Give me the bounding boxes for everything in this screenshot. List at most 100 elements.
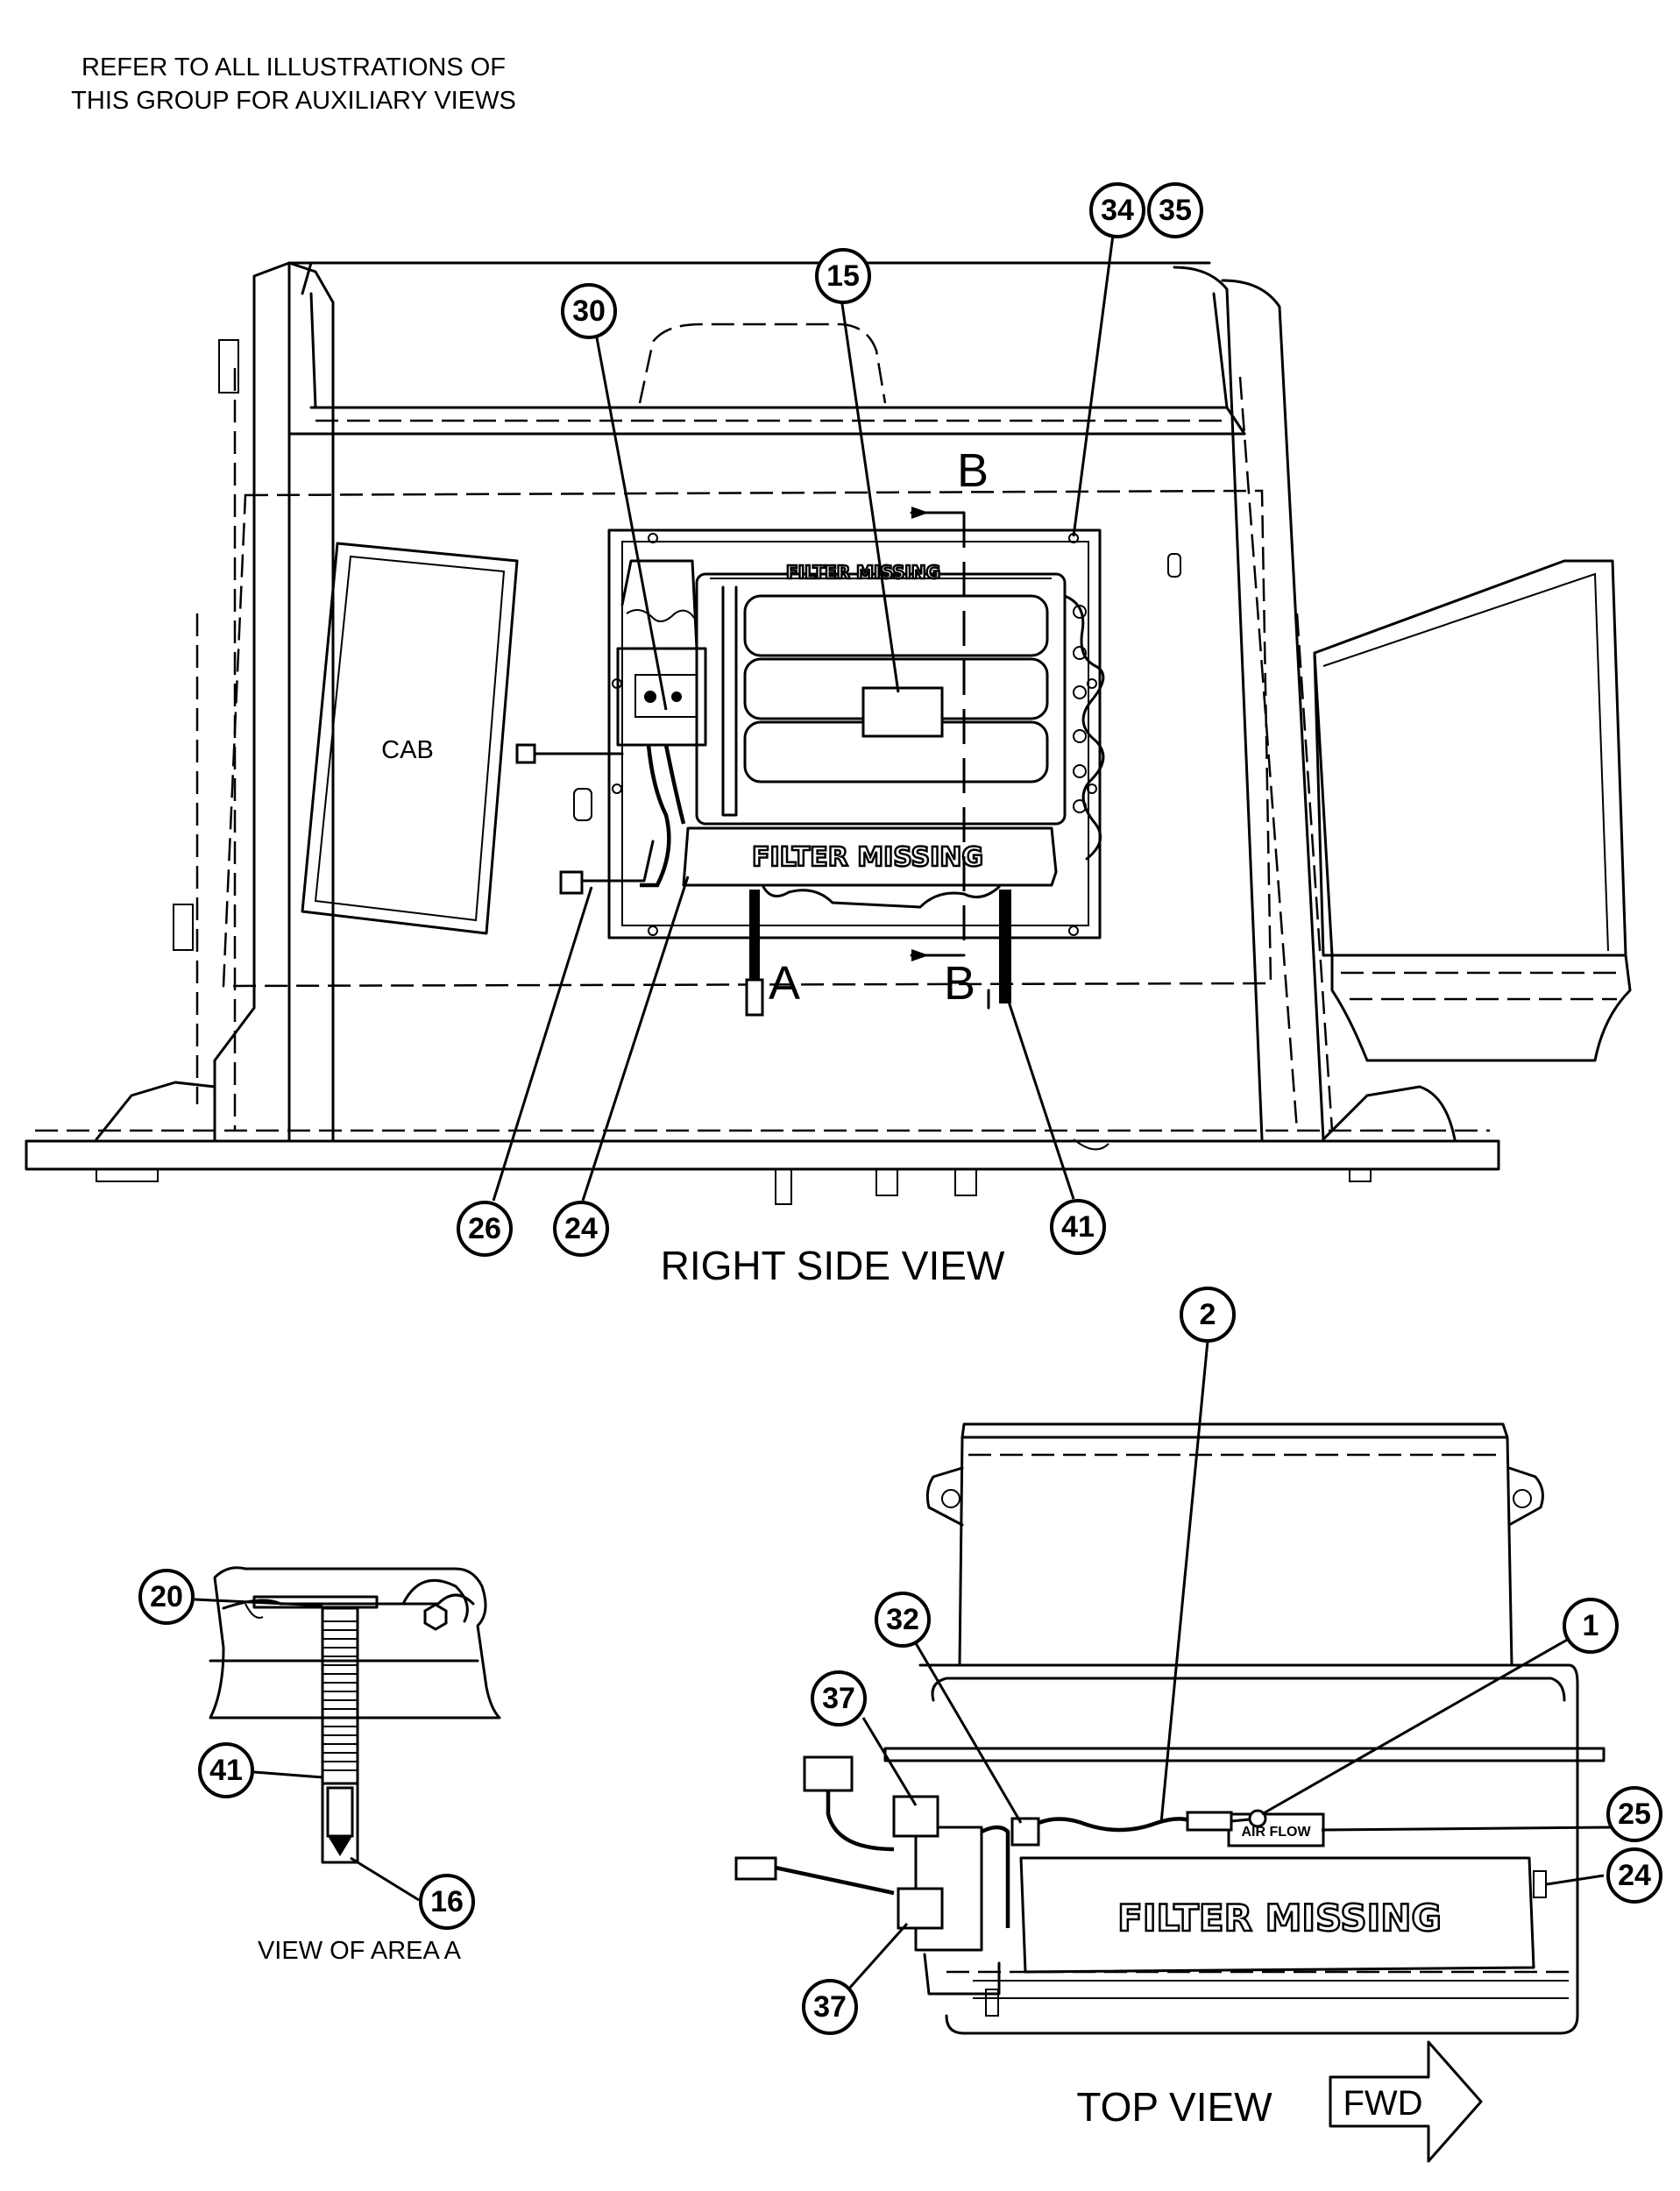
svg-text:16: 16 (430, 1885, 464, 1918)
leader-1 (1261, 1637, 1570, 1816)
callout-24-side: 24 (553, 1201, 609, 1257)
roof-beam (287, 261, 1246, 436)
svg-text:1: 1 (1583, 1609, 1599, 1642)
callout-1: 1 (1563, 1598, 1619, 1654)
svg-text:37: 37 (822, 1682, 855, 1715)
svg-text:35: 35 (1159, 194, 1192, 227)
valve-insert (326, 1786, 354, 1838)
svg-text:26: 26 (468, 1212, 501, 1245)
panel-slot (573, 788, 592, 821)
switch-upper (892, 1795, 939, 1838)
lower-harness (770, 1864, 895, 1896)
callout-15: 15 (815, 248, 871, 304)
cluster-base (923, 1953, 1001, 1996)
filter-missing-cover-top (1019, 1856, 1535, 1974)
callout-2: 2 (1180, 1287, 1236, 1343)
hex-nut (423, 1603, 448, 1631)
top-view-title: TOP VIEW (1076, 2084, 1272, 2130)
housing-top-lip (931, 1677, 1566, 1702)
callout-24-top: 24 (1606, 1847, 1662, 1904)
housing-slot (245, 1603, 264, 1619)
duct-base-hidden (1341, 971, 1621, 1001)
callout-20: 20 (138, 1569, 195, 1625)
drain-tube-a (749, 890, 760, 986)
filter-missing-text-top: FILTER MISSING (1117, 1897, 1442, 1939)
leader-2 (1159, 1340, 1209, 1824)
filter-label-plate (861, 686, 944, 738)
leader-37-lower (847, 1923, 909, 1990)
filter-missing-cover (682, 826, 1058, 887)
drain-tube-ribs (323, 1620, 358, 1771)
switch-body (616, 647, 707, 747)
switch-wiring-bundle (515, 559, 707, 895)
leader-15 (840, 297, 900, 693)
leader-16 (350, 1856, 420, 1902)
right-foot (1322, 1085, 1457, 1141)
svg-text:41: 41 (209, 1754, 243, 1787)
section-cut-bb: B B (910, 444, 989, 1010)
callout-37-lower: 37 (802, 1979, 858, 2035)
leader-34-35 (1072, 234, 1115, 537)
left-pillar-hidden (195, 368, 237, 1131)
right-pillar-hidden (1238, 376, 1334, 1131)
drain-tube-b (999, 890, 1011, 1003)
sensor-body (1186, 1811, 1233, 1832)
callout-35: 35 (1147, 182, 1203, 238)
harness-connector (515, 743, 536, 764)
cluster-stud (985, 1989, 999, 2017)
reference-note: REFER TO ALL ILLUSTRATIONS OF THIS GROUP… (71, 53, 516, 115)
fwd-arrow (1329, 2040, 1483, 2163)
flange-plate (883, 1747, 1606, 1762)
filter-element-1 (743, 594, 1049, 657)
svg-text:20: 20 (150, 1580, 183, 1613)
main-housing (918, 1663, 1579, 2035)
roof-inner-rail (301, 261, 1246, 436)
callout-26: 26 (457, 1201, 513, 1257)
view-of-area-a: 20 41 16 VIEW OF AREA A (138, 1566, 501, 1965)
switch-harness (980, 1825, 1010, 1928)
callout-30: 30 (561, 283, 617, 339)
drain-tubes (745, 890, 1011, 1017)
hose-connector (559, 870, 584, 895)
callout-25: 25 (1606, 1786, 1662, 1842)
svg-text:2: 2 (1200, 1298, 1216, 1331)
svg-text:15: 15 (826, 259, 860, 293)
note-line-1: REFER TO ALL ILLUSTRATIONS OF (82, 53, 506, 82)
left-pillar-inner (287, 261, 335, 1141)
drain-tip-a (745, 978, 764, 1017)
cover-bottom-scallop (761, 883, 1001, 909)
svg-text:25: 25 (1618, 1797, 1651, 1831)
cab-window-outer (301, 542, 519, 935)
lower-connector (734, 1856, 777, 1881)
switch-contact (634, 674, 698, 718)
small-wires (626, 609, 698, 623)
callout-37-upper: 37 (811, 1670, 867, 1727)
air-flow-text: AIR FLOW (1241, 1825, 1311, 1840)
leader-37-upper (861, 1717, 918, 1806)
floor-studs (96, 1138, 1372, 1205)
drain-hose-lower (581, 840, 655, 883)
callout-34: 34 (1089, 182, 1145, 238)
leader-41-area (253, 1770, 323, 1779)
roof-hump (638, 323, 887, 404)
callout-32: 32 (875, 1592, 931, 1648)
leader-41 (1006, 998, 1075, 1200)
harness-wire-2 (663, 744, 686, 825)
left-latch-lower (173, 904, 194, 951)
area-a-marker: A (769, 957, 800, 1010)
leader-24 (581, 876, 690, 1202)
filter-mount-frame (607, 528, 1102, 940)
duct-front (1313, 651, 1334, 957)
upper-connector (803, 1755, 854, 1792)
left-latch-upper (218, 339, 239, 394)
harness-wire-1 (640, 744, 671, 888)
filter-edge-bolts (1073, 605, 1087, 813)
top-switch-cluster (734, 1755, 1267, 2017)
section-label-b-top: B (957, 444, 989, 497)
roof-sides (309, 292, 1229, 409)
right-side-view-title: RIGHT SIDE VIEW (661, 1243, 1005, 1288)
cab-base-rail (25, 1139, 1500, 1171)
leader-32 (914, 1642, 1023, 1824)
intake-duct (1313, 559, 1632, 1062)
